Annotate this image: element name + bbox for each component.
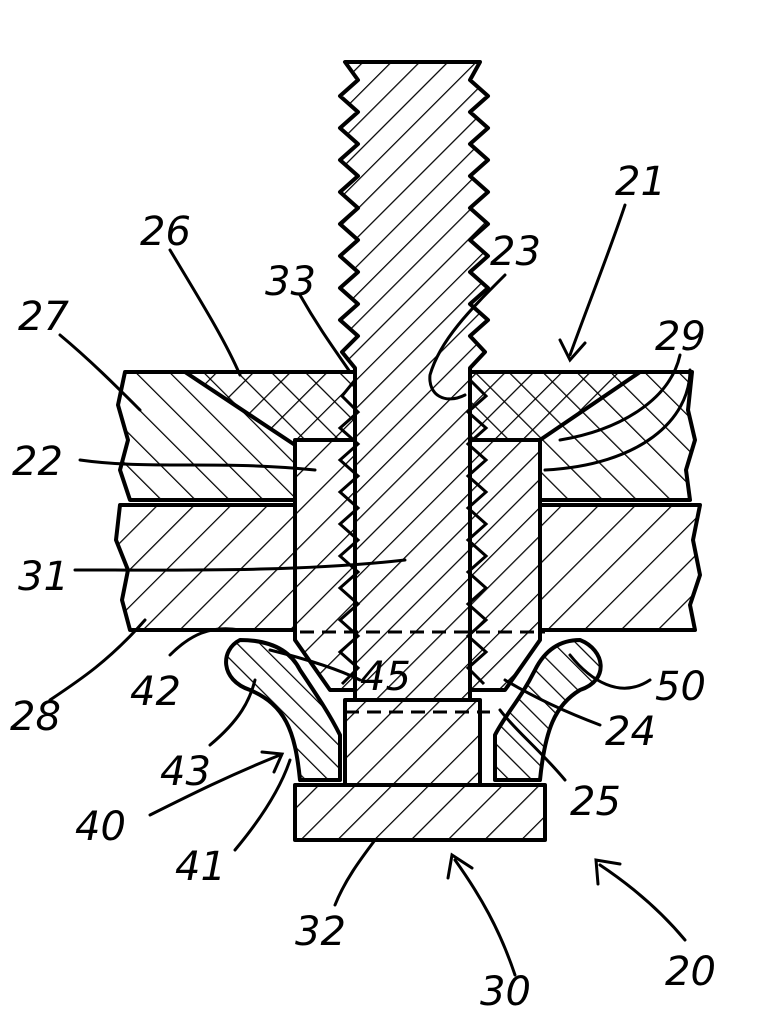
- leader-40: [148, 753, 282, 817]
- label-26: 26: [140, 209, 191, 255]
- leader-45: [268, 648, 362, 682]
- arrow-20: [594, 858, 622, 886]
- leader-29b: [543, 368, 692, 472]
- lower-panel-right: [538, 503, 702, 632]
- leader-41: [233, 758, 292, 852]
- leader-42: [168, 627, 242, 657]
- label-28: 28: [10, 694, 61, 740]
- leader-32: [333, 838, 377, 907]
- arrow-30: [446, 852, 474, 880]
- label-27: 27: [18, 294, 69, 340]
- label-31: 31: [18, 554, 69, 600]
- label-29: 29: [655, 314, 706, 360]
- label-45: 45: [360, 654, 411, 700]
- label-25: 25: [570, 779, 621, 825]
- label-50: 50: [655, 664, 706, 710]
- label-24: 24: [605, 709, 656, 755]
- lower-stem: [343, 698, 482, 787]
- label-41: 41: [175, 844, 226, 890]
- leader-28: [48, 618, 147, 702]
- label-32: 32: [295, 909, 346, 955]
- arrow-21: [558, 338, 587, 363]
- threaded-stud: [338, 60, 490, 702]
- leader-26: [168, 248, 242, 377]
- bottom-body: [293, 783, 547, 842]
- leader-33: [298, 293, 352, 374]
- label-40: 40: [75, 804, 126, 850]
- label-30: 30: [480, 969, 531, 1015]
- leader-20: [598, 863, 687, 942]
- leader-21: [568, 203, 627, 357]
- label-20: 20: [665, 949, 716, 995]
- leader-29a: [558, 353, 682, 442]
- leader-30: [453, 858, 517, 977]
- collar-right: [493, 638, 603, 782]
- collar-left: [224, 638, 342, 782]
- leader-24: [503, 678, 602, 727]
- label-23: 23: [490, 229, 541, 275]
- arrow-40: [260, 750, 285, 774]
- internal-thread-right: [465, 378, 489, 686]
- label-43: 43: [160, 749, 211, 795]
- leader-31: [73, 558, 407, 572]
- leader-50: [568, 653, 652, 690]
- leader-25: [498, 708, 567, 782]
- label-21: 21: [615, 159, 666, 205]
- leader-43: [208, 678, 257, 747]
- label-33: 33: [265, 259, 316, 305]
- leader-23: [428, 273, 507, 401]
- label-42: 42: [130, 669, 181, 715]
- label-22: 22: [12, 439, 63, 485]
- leader-27: [58, 333, 142, 412]
- leader-22: [78, 458, 317, 472]
